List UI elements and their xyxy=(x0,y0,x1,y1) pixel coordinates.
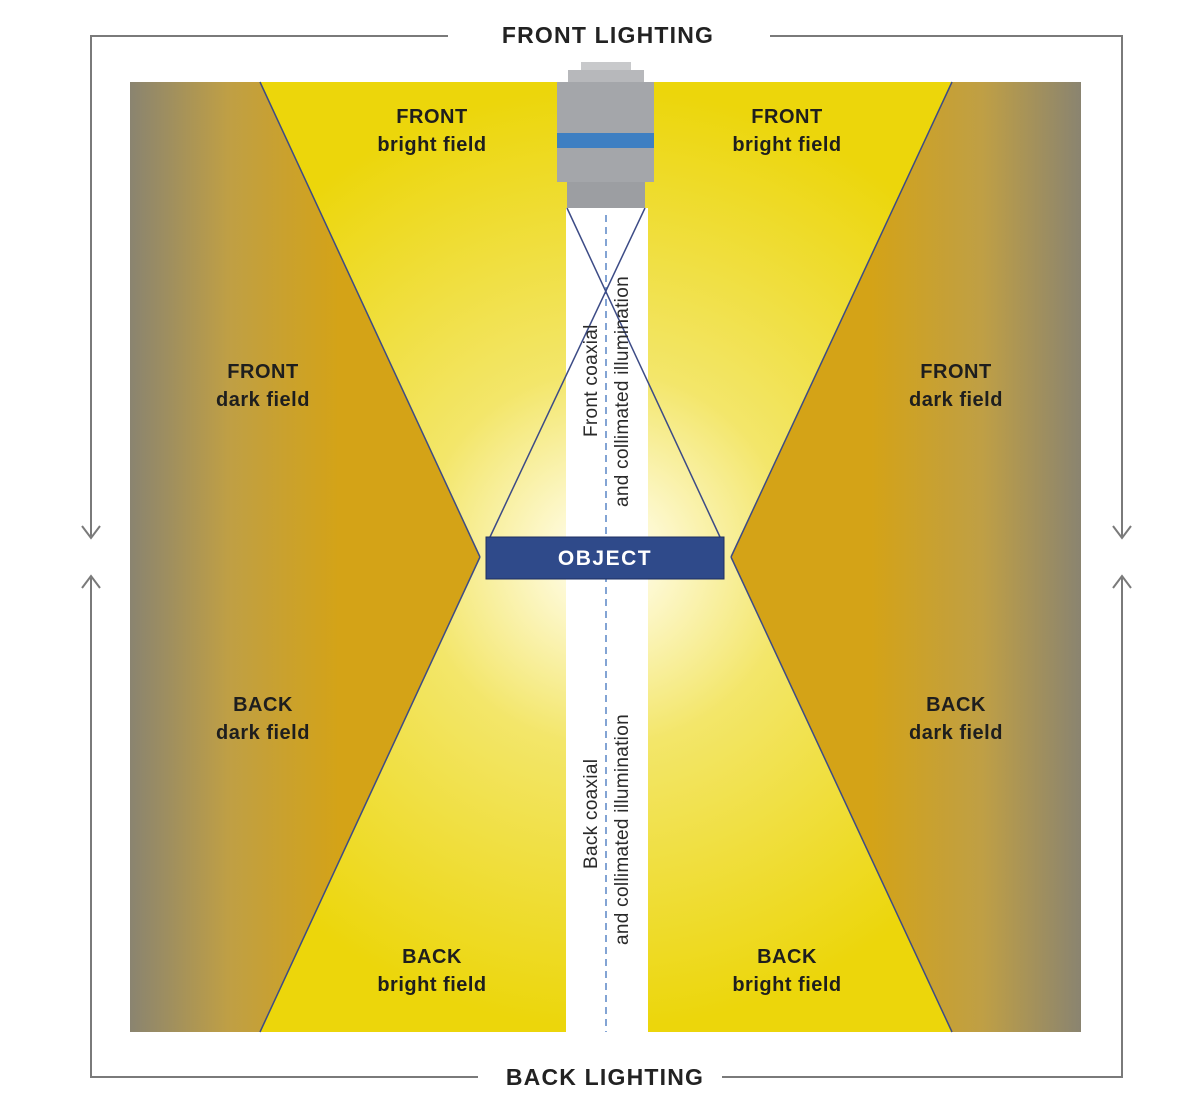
front-lighting-bracket xyxy=(81,35,1132,540)
back-coaxial-label-line2: and collimated illumination xyxy=(612,714,633,945)
svg-text:BACK: BACK xyxy=(926,694,986,716)
field-boundaries xyxy=(259,81,953,1033)
svg-text:bright field: bright field xyxy=(377,974,486,996)
camera-lens-icon xyxy=(557,62,654,208)
arrow-head-icon xyxy=(1112,574,1132,589)
back-lighting-title: BACK LIGHTING xyxy=(506,1064,704,1090)
front-coaxial-label-line1: Front coaxial xyxy=(581,324,602,437)
back-lighting-bracket xyxy=(81,574,1132,1078)
svg-text:FRONT: FRONT xyxy=(920,361,991,383)
svg-text:FRONT: FRONT xyxy=(227,361,298,383)
arrow-head-icon xyxy=(81,525,101,540)
svg-text:bright field: bright field xyxy=(732,974,841,996)
svg-text:dark field: dark field xyxy=(909,722,1003,744)
back-dark-field-left-area xyxy=(130,557,480,1032)
svg-text:dark field: dark field xyxy=(909,389,1003,411)
object-label: OBJECT xyxy=(558,547,652,570)
arrow-head-icon xyxy=(81,574,101,589)
svg-text:dark field: dark field xyxy=(216,389,310,411)
svg-text:bright field: bright field xyxy=(732,134,841,156)
front-dark-field-left-label: FRONT dark field xyxy=(216,361,310,411)
svg-text:FRONT: FRONT xyxy=(396,106,467,128)
front-lighting-title: FRONT LIGHTING xyxy=(502,22,714,48)
svg-text:FRONT: FRONT xyxy=(751,106,822,128)
front-bright-field-right-label: FRONT bright field xyxy=(732,106,841,156)
svg-text:bright field: bright field xyxy=(377,134,486,156)
svg-text:BACK: BACK xyxy=(402,946,462,968)
back-dark-field-right-label: BACK dark field xyxy=(909,694,1003,744)
front-dark-field-left-area xyxy=(130,82,480,557)
object-box xyxy=(485,536,725,580)
back-dark-field-right-area xyxy=(731,557,1081,1032)
front-bright-field-left-label: FRONT bright field xyxy=(377,106,486,156)
back-coaxial-label-line1: Back coaxial xyxy=(581,759,602,869)
svg-text:BACK: BACK xyxy=(757,946,817,968)
front-dark-field-right-area xyxy=(731,82,1081,557)
back-dark-field-left-label: BACK dark field xyxy=(216,694,310,744)
back-bright-field-right-label: BACK bright field xyxy=(732,946,841,996)
back-bright-field-left-label: BACK bright field xyxy=(377,946,486,996)
front-coaxial-label-line2: and collimated illumination xyxy=(612,276,633,507)
front-dark-field-right-label: FRONT dark field xyxy=(909,361,1003,411)
svg-text:dark field: dark field xyxy=(216,722,310,744)
coaxial-beam xyxy=(566,208,648,1032)
arrow-head-icon xyxy=(1112,525,1132,540)
svg-text:BACK: BACK xyxy=(233,694,293,716)
